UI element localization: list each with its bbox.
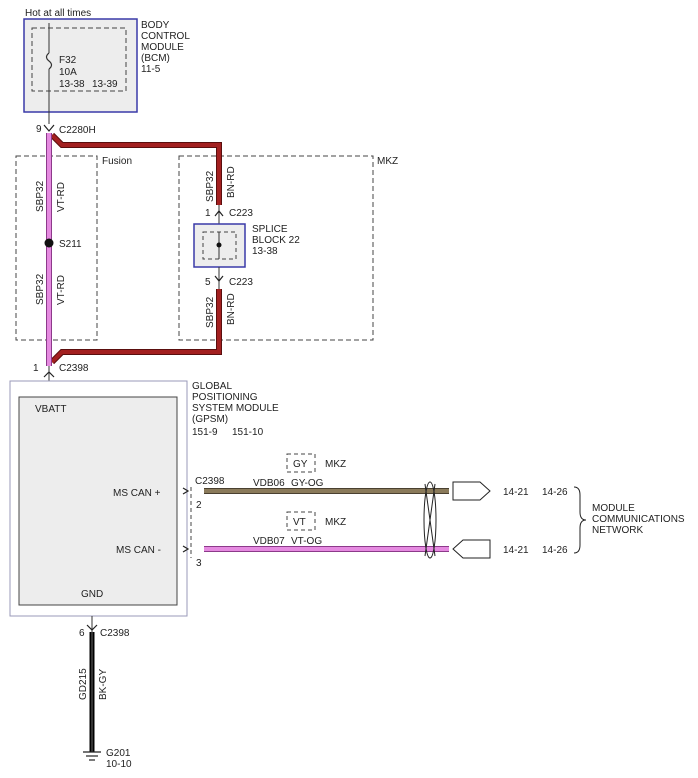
fusion-wire-top-circuit: SBP32 (35, 180, 46, 212)
option-vt-box (286, 511, 316, 531)
twisted-pair-cross-2 (424, 483, 436, 557)
wire-minus-circuit: VDB07 (253, 536, 285, 547)
fusion-variant-box (15, 155, 98, 341)
connector-ms-can-minus-icon (182, 545, 190, 553)
gpsm-ref-left: 151-9 (192, 427, 218, 438)
fuse-name: F32 (59, 55, 77, 66)
connector-c2280h-icon (43, 124, 55, 132)
network-line-3: NETWORK (592, 525, 643, 536)
gpsm-pin-vbatt: VBATT (35, 404, 66, 415)
gpsm-pin-gnd: GND (81, 589, 103, 600)
gpsm-name-line-2: POSITIONING (192, 392, 258, 403)
mkz-wire-bottom-color: BN-RD (226, 293, 237, 325)
c223-top-pin: 1 (205, 208, 211, 219)
ground-name: G201 (106, 748, 131, 759)
c2398-top-pin: 1 (33, 363, 39, 374)
ref-plus-right: 14-26 (542, 487, 568, 498)
bcm-ref: 11-5 (141, 64, 161, 75)
fusion-wire-top-color: VT-RD (56, 182, 67, 212)
wire-minus-color: VT-OG (291, 536, 322, 547)
splice-block-line-3: 13-38 (252, 246, 278, 257)
ground-wire-color: BK-GY (98, 669, 109, 700)
c2398-pin-minus: 3 (196, 558, 202, 569)
fuse-rating: 10A (59, 67, 77, 78)
fusion-wire-bottom-color: VT-RD (56, 275, 67, 305)
offpage-arrow-plus-icon (452, 481, 491, 501)
fusion-wire-bottom-circuit: SBP32 (35, 273, 46, 305)
gpsm-name-line-1: GLOBAL (192, 381, 232, 392)
c223-top-name: C223 (229, 208, 253, 219)
c2398-bottom-pin: 6 (79, 628, 85, 639)
splice-block-line-2: BLOCK 22 (252, 235, 300, 246)
bcm-module-box (23, 18, 138, 113)
bcm-fuse-box (31, 27, 127, 92)
bn-rd-wire-bottom (50, 289, 221, 364)
c2398-can-name: C2398 (195, 476, 225, 487)
wire-plus-color: GY-OG (291, 478, 324, 489)
c2280h-name: C2280H (59, 125, 96, 136)
network-line-2: COMMUNICATIONS (592, 514, 685, 525)
ref-minus-left: 14-21 (503, 545, 529, 556)
bcm-name-line-4: (BCM) (141, 53, 170, 64)
connector-c223-top-icon (214, 210, 224, 217)
c223-bottom-name: C223 (229, 277, 253, 288)
gpsm-name-line-4: (GPSM) (192, 414, 228, 425)
gpsm-module-inner (18, 396, 178, 606)
mkz-variant-box (178, 155, 374, 341)
fuse-icon (45, 52, 53, 70)
bcm-name-line-1: BODY (141, 20, 170, 31)
c2398-pin-plus: 2 (196, 500, 202, 511)
option-gy-variant: MKZ (325, 459, 346, 470)
mkz-wire-top-circuit: SBP32 (205, 170, 216, 202)
offpage-arrow-minus-icon (452, 539, 491, 559)
option-gy-box (286, 453, 316, 473)
ground-wire-circuit: GD215 (78, 668, 89, 700)
option-vt-variant: MKZ (325, 517, 346, 528)
network-line-1: MODULE (592, 503, 635, 514)
gpsm-pin-ms-can-minus: MS CAN - (116, 545, 161, 556)
c2398-bottom-name: C2398 (100, 628, 130, 639)
gpsm-pin-ms-can-plus: MS CAN + (113, 488, 161, 499)
power-source-label: Hot at all times (25, 8, 91, 19)
ground-ref: 10-10 (106, 759, 132, 770)
fuse-ref-right: 13-39 (92, 79, 118, 90)
wire-plus-circuit: VDB06 (253, 478, 285, 489)
c2280h-pin: 9 (36, 124, 42, 135)
connector-ms-can-plus-icon (182, 487, 190, 495)
gpsm-name-line-3: SYSTEM MODULE (192, 403, 279, 414)
mkz-wire-bottom-circuit: SBP32 (205, 296, 216, 328)
splice-s211-label: S211 (59, 239, 82, 250)
option-gy-color: GY (293, 459, 308, 470)
gpsm-ref-right: 151-10 (232, 427, 264, 438)
ref-minus-right: 14-26 (542, 545, 568, 556)
mkz-wire-top-color: BN-RD (226, 166, 237, 198)
bn-rd-wire-top (50, 133, 221, 205)
splice-s211-dot (44, 238, 54, 248)
splice-block-dot (216, 242, 222, 248)
c2398-top-name: C2398 (59, 363, 89, 374)
splice-block-line-1: SPLICE (252, 224, 288, 235)
fusion-label: Fusion (102, 156, 132, 167)
ref-plus-left: 14-21 (503, 487, 529, 498)
option-vt-color: VT (293, 517, 306, 528)
twisted-pair-icon (423, 481, 437, 559)
bcm-name-line-2: CONTROL (141, 31, 190, 42)
mkz-label: MKZ (377, 156, 398, 167)
fuse-ref-left: 13-38 (59, 79, 85, 90)
connector-c2398-bottom-icon (86, 624, 98, 631)
connector-c223-bottom-icon (214, 275, 224, 282)
network-brace-icon (573, 486, 587, 554)
bcm-name-line-3: MODULE (141, 42, 184, 53)
c223-bottom-pin: 5 (205, 277, 211, 288)
